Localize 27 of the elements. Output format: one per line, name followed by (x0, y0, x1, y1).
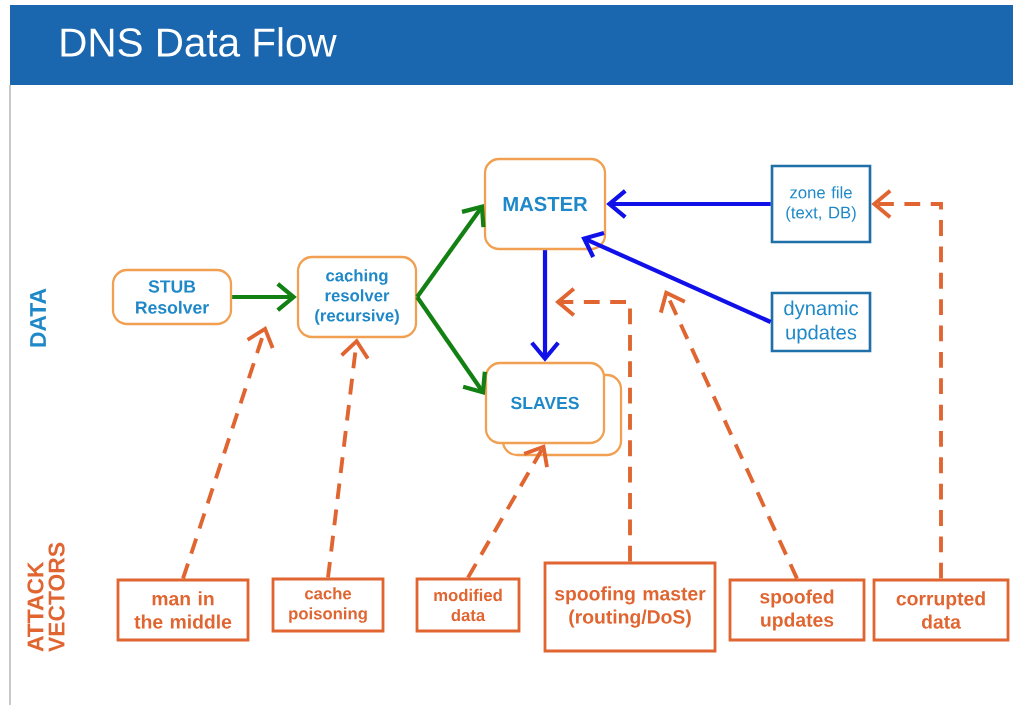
attack-box: corrupted data (872, 578, 1010, 642)
arrow (181, 326, 275, 580)
arrow (555, 287, 632, 562)
arrow (606, 189, 771, 219)
process-box: MASTER (483, 157, 607, 251)
stacked-box: SLAVES (484, 361, 623, 457)
attack-box: spoofed updates (728, 578, 866, 642)
arrow (466, 444, 549, 579)
source-box: dynamic updates (770, 291, 872, 353)
row-label: DATA (30, 288, 46, 347)
attack-box: cache poisoning (271, 577, 385, 633)
arrow (530, 250, 560, 362)
attack-box: man in the middle (116, 578, 250, 642)
arrow (871, 189, 943, 579)
attack-box: modified data (415, 577, 521, 633)
process-box: STUB Resolver (111, 268, 233, 326)
arrow (326, 338, 370, 578)
process-box: caching resolver (recursive) (296, 255, 418, 339)
row-label: ATTACK VECTORS (27, 542, 65, 652)
arrow (659, 290, 799, 580)
attack-box: spoofing master (routing/DoS) (543, 561, 717, 653)
title-bar: DNS Data Flow (10, 5, 1013, 85)
arrow (415, 204, 486, 299)
source-box: zone file (text, DB) (770, 164, 872, 244)
arrow (415, 295, 487, 395)
arrow (581, 230, 772, 324)
arrow (232, 282, 297, 312)
